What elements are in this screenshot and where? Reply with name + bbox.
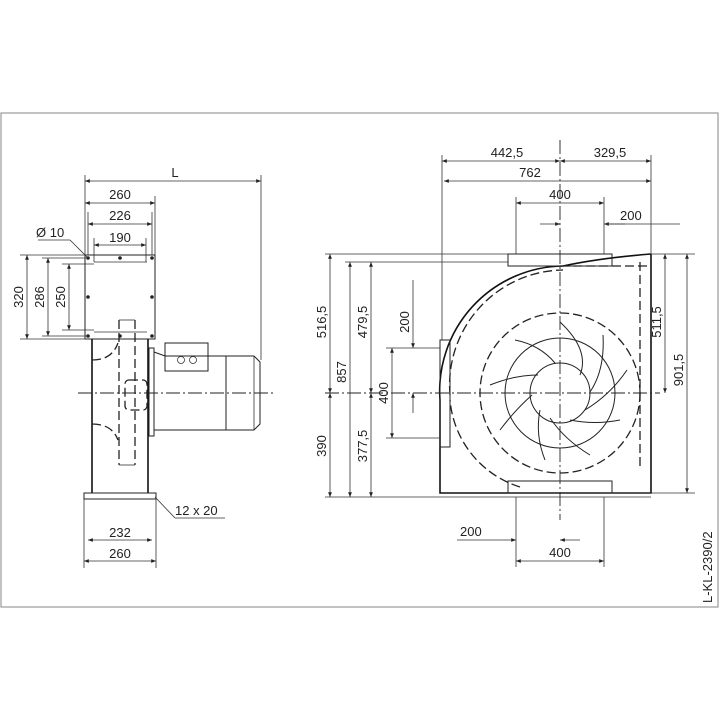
- dim-outlet-400: 400: [549, 187, 571, 202]
- dim-516-5: 516,5: [314, 306, 329, 339]
- dim-L: L: [171, 165, 178, 180]
- dim-762: 762: [519, 165, 541, 180]
- terminal-box: [164, 342, 209, 372]
- drawing-frame: [0, 112, 719, 608]
- inlet-flange: [84, 254, 156, 340]
- dim-inlet-200: 200: [397, 311, 412, 333]
- dim-height-320: 320: [11, 286, 26, 308]
- dim-height-286: 286: [32, 286, 47, 308]
- dim-base-200: 200: [460, 524, 482, 539]
- dim-width-190: 190: [109, 230, 131, 245]
- dim-857: 857: [334, 361, 349, 383]
- dim-base-260: 260: [109, 546, 131, 561]
- dim-390: 390: [314, 435, 329, 457]
- hole-diameter-label: Ø 10: [36, 225, 64, 240]
- dim-479-5: 479,5: [355, 306, 370, 339]
- dim-height-250: 250: [53, 286, 68, 308]
- dim-base-400: 400: [549, 545, 571, 560]
- dim-901-5: 901,5: [671, 354, 686, 387]
- front-view: 442,5 329,5 762 400 200 516,5 390 857 47…: [314, 140, 695, 567]
- dim-377-5: 377,5: [355, 430, 370, 463]
- dim-base-232: 232: [109, 525, 131, 540]
- scroll-housing: [438, 253, 652, 494]
- base-foot: [83, 492, 157, 500]
- dim-width-260: 260: [109, 187, 131, 202]
- dim-outlet-200: 200: [620, 208, 642, 223]
- dim-442-5: 442,5: [491, 145, 524, 160]
- flange-holes: [86, 256, 154, 338]
- dim-width-226: 226: [109, 208, 131, 223]
- inlet-plate: [439, 339, 451, 448]
- dim-329-5: 329,5: [594, 145, 627, 160]
- drawing-reference-code: L-KL-2390/2: [700, 531, 715, 603]
- dim-inlet-400: 400: [376, 382, 391, 404]
- motor-flange: [148, 347, 155, 437]
- dim-511-5: 511,5: [649, 306, 664, 338]
- slot-label: 12 x 20: [175, 503, 218, 518]
- side-view: L 260 226 190 Ø 10 320 286 250: [11, 165, 275, 568]
